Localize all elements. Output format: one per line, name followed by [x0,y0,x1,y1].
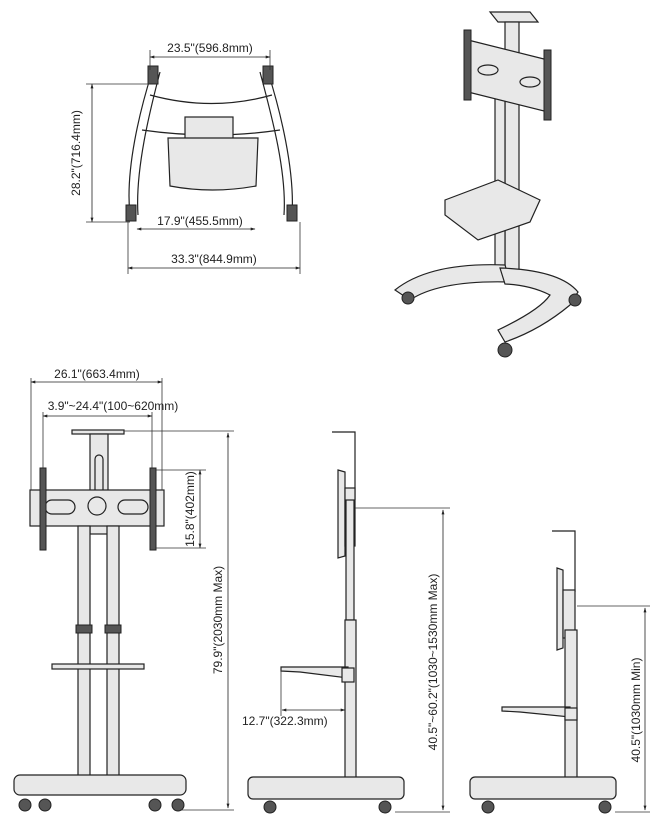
wheel-icon [148,798,162,812]
side-shelf [280,666,349,679]
mount-height-min-label: 40.5"(1030mm Min) [629,658,643,763]
caster-icon [147,65,159,85]
tv-mount-bracket [467,39,549,113]
wheel-icon [171,798,185,812]
vesa-rail-left [39,467,47,551]
side-view-max: 12.7"(322.3mm) 40.5"~60.2"(1030~1530mm M… [242,431,450,814]
front-shelf [51,663,145,670]
wheel-icon [568,293,582,307]
caster-icon [125,204,137,222]
top-view: 23.5"(596.8mm) 28.2"(716.4mm) 17.9"(455.… [69,41,301,274]
vesa-height-label: 15.8"(402mm) [183,471,197,547]
tv-mount-plate [556,567,564,651]
top-width-label: 23.5"(596.8mm) [167,41,253,55]
side-base [247,776,405,800]
wheel-icon [378,800,392,814]
wheel-icon [263,800,277,814]
top-view-frame [125,65,298,222]
wheel-icon [481,800,495,814]
wheel-icon [38,798,52,812]
column-mount-plate [184,116,234,140]
caster-icon [262,65,274,85]
depth-label: 28.2"(716.4mm) [69,110,83,196]
max-height-label: 79.9"(2030mm Max) [211,566,225,674]
shelf-depth-label: 12.7"(322.3mm) [242,714,328,728]
side-base [469,776,617,800]
overall-width-label: 26.1"(663.4mm) [54,367,140,381]
vesa-width-range-label: 3.9"~24.4"(100~620mm) [48,399,179,413]
front-base [13,774,187,796]
front-view: 26.1"(663.4mm) 3.9"~24.4"(100~620mm) 15.… [13,367,234,812]
wheel-icon [401,291,415,305]
base-width-label: 33.3"(844.9mm) [171,252,257,266]
wheel-icon [598,800,612,814]
perspective-shelf [444,179,541,241]
caster-icon [286,204,298,222]
mount-height-range-label: 40.5"~60.2"(1030~1530mm Max) [426,574,440,751]
side-view-min: 40.5"(1030mm Min) [469,530,650,814]
inner-width-label: 17.9"(455.5mm) [157,214,243,228]
wheel-icon [497,342,513,358]
side-shelf [501,706,571,718]
wheel-icon [18,798,32,812]
vesa-rail-right [149,467,157,551]
tv-mount-bracket [29,489,165,527]
shelf [167,137,259,191]
perspective-view [393,11,582,358]
tv-mount-plate [337,469,346,559]
